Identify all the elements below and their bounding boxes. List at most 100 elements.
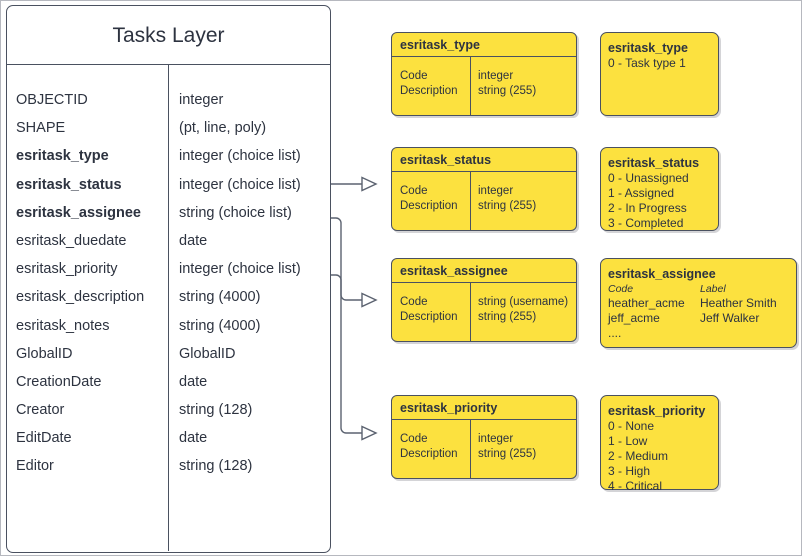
value-list-row: jeff_acme Jeff Walker — [608, 311, 796, 326]
domain-column-divider — [470, 420, 472, 478]
value-list-item: 4 - Critical — [608, 479, 663, 493]
field-type: string (4000) — [179, 289, 261, 306]
value-list-header: Code Label — [608, 282, 796, 296]
field-type: date — [179, 430, 208, 447]
arrowhead-status — [361, 176, 378, 192]
domain-table-body: Code Description integer string (255) — [392, 420, 576, 478]
domain-field-type: string (255) — [478, 448, 537, 460]
field-name: esritask_description — [16, 289, 145, 306]
field-type: string (choice list) — [179, 204, 292, 221]
arrowhead-assignee — [361, 292, 378, 308]
field-name: Editor — [16, 458, 54, 475]
field-name: esritask_status — [16, 176, 122, 193]
domain-column-divider — [470, 57, 472, 115]
domain-field-column: Code Description — [392, 420, 470, 478]
domain-table-title: esritask_type — [392, 33, 576, 57]
value-list-item: 0 - Task type 1 — [608, 56, 686, 70]
domain-table-esritask_assignee[interactable]: esritask_assignee Code Description strin… — [391, 258, 577, 342]
layer-field-list: OBJECTID SHAPE esritask_type esritask_st… — [7, 65, 330, 551]
value-list-item: 2 - In Progress — [608, 201, 687, 215]
domain-table-body: Code Description integer string (255) — [392, 172, 576, 230]
domain-table-esritask_priority[interactable]: esritask_priority Code Description integ… — [391, 395, 577, 479]
field-type: string (4000) — [179, 317, 261, 334]
field-name: OBJECTID — [16, 92, 88, 108]
value-list-header-label: Label — [700, 283, 726, 295]
domain-table-title: esritask_priority — [392, 396, 576, 420]
value-list-esritask_type[interactable]: esritask_type 0 - Task type 1 — [600, 32, 719, 116]
domain-table-body: Code Description string (username) strin… — [392, 283, 576, 341]
domain-table-esritask_status[interactable]: esritask_status Code Description integer… — [391, 147, 577, 231]
field-name: esritask_duedate — [16, 232, 127, 249]
domain-type-column: string (username) string (255) — [470, 283, 576, 341]
field-type: integer (choice list) — [179, 261, 301, 278]
value-list-esritask_priority[interactable]: esritask_priority 0 - None 1 - Low 2 - M… — [600, 395, 719, 493]
value-list-title: esritask_assignee — [608, 267, 716, 281]
domain-table-esritask_type[interactable]: esritask_type Code Description integer s… — [391, 32, 577, 116]
domain-field-name: Code — [400, 185, 428, 197]
field-type: date — [179, 373, 208, 390]
domain-field-name: Description — [400, 448, 458, 460]
value-list-label: Jeff Walker — [700, 311, 760, 325]
connector-priority — [331, 274, 362, 434]
domain-table-title: esritask_status — [392, 148, 576, 172]
field-type: integer — [179, 92, 224, 108]
field-type: integer (choice list) — [179, 176, 301, 193]
domain-field-type: integer — [478, 433, 514, 445]
domain-field-name: Description — [400, 85, 458, 97]
domain-column-divider — [470, 172, 472, 230]
value-list-code: .... — [608, 326, 622, 340]
value-list-row: heather_acme Heather Smith — [608, 296, 796, 311]
domain-field-column: Code Description — [392, 57, 470, 115]
field-name: esritask_priority — [16, 261, 118, 278]
domain-field-type: string (username) — [478, 296, 569, 308]
field-type: GlobalID — [179, 345, 236, 362]
page-title: Tasks Layer — [7, 6, 330, 65]
domain-field-type: string (255) — [478, 85, 537, 97]
field-type: string (128) — [179, 458, 253, 475]
domain-table-body: Code Description integer string (255) — [392, 57, 576, 115]
value-list-item: 3 - Completed — [608, 216, 684, 230]
value-list-title: esritask_type — [608, 41, 688, 55]
domain-field-type: string (255) — [478, 200, 537, 212]
connector-assignee — [331, 217, 362, 301]
field-type: integer (choice list) — [179, 148, 301, 165]
domain-column-divider — [470, 283, 472, 341]
value-list-item: 3 - High — [608, 464, 651, 478]
field-name: CreationDate — [16, 373, 102, 390]
value-list-header-code: Code — [608, 283, 634, 295]
value-list-row: .... — [608, 326, 796, 341]
domain-type-column: integer string (255) — [470, 172, 576, 230]
domain-field-name: Code — [400, 433, 428, 445]
field-name: EditDate — [16, 430, 72, 447]
value-list-item: 1 - Assigned — [608, 186, 675, 200]
field-name: SHAPE — [16, 120, 66, 137]
arrowhead-priority — [361, 425, 378, 441]
value-list-item: 0 - None — [608, 419, 655, 433]
field-type: (pt, line, poly) — [179, 120, 267, 137]
field-name-column: OBJECTID SHAPE esritask_type esritask_st… — [7, 65, 168, 551]
field-name: GlobalID — [16, 345, 73, 362]
domain-type-column: integer string (255) — [470, 57, 576, 115]
domain-field-column: Code Description — [392, 283, 470, 341]
domain-field-type: integer — [478, 185, 514, 197]
value-list-title: esritask_status — [608, 156, 700, 170]
domain-field-name: Description — [400, 311, 458, 323]
field-name: esritask_assignee — [16, 204, 141, 221]
field-name: esritask_type — [16, 148, 109, 165]
column-divider — [168, 65, 169, 551]
value-list-item: 2 - Medium — [608, 449, 669, 463]
field-type: string (128) — [179, 402, 253, 419]
domain-field-type: string (255) — [478, 311, 537, 323]
field-type-column: integer (pt, line, poly) integer (choice… — [168, 65, 330, 551]
domain-field-column: Code Description — [392, 172, 470, 230]
value-list-item: 1 - Low — [608, 434, 648, 448]
value-list-esritask_assignee[interactable]: esritask_assignee Code Label heather_acm… — [600, 258, 797, 348]
value-list-title: esritask_priority — [608, 404, 706, 418]
domain-type-column: integer string (255) — [470, 420, 576, 478]
value-list-item: 0 - Unassigned — [608, 171, 689, 185]
field-name: Creator — [16, 402, 65, 419]
tasks-layer-table: Tasks Layer OBJECTID SHAPE esritask_type… — [6, 5, 331, 553]
value-list-esritask_status[interactable]: esritask_status 0 - Unassigned 1 - Assig… — [600, 147, 719, 231]
domain-table-title: esritask_assignee — [392, 259, 576, 283]
